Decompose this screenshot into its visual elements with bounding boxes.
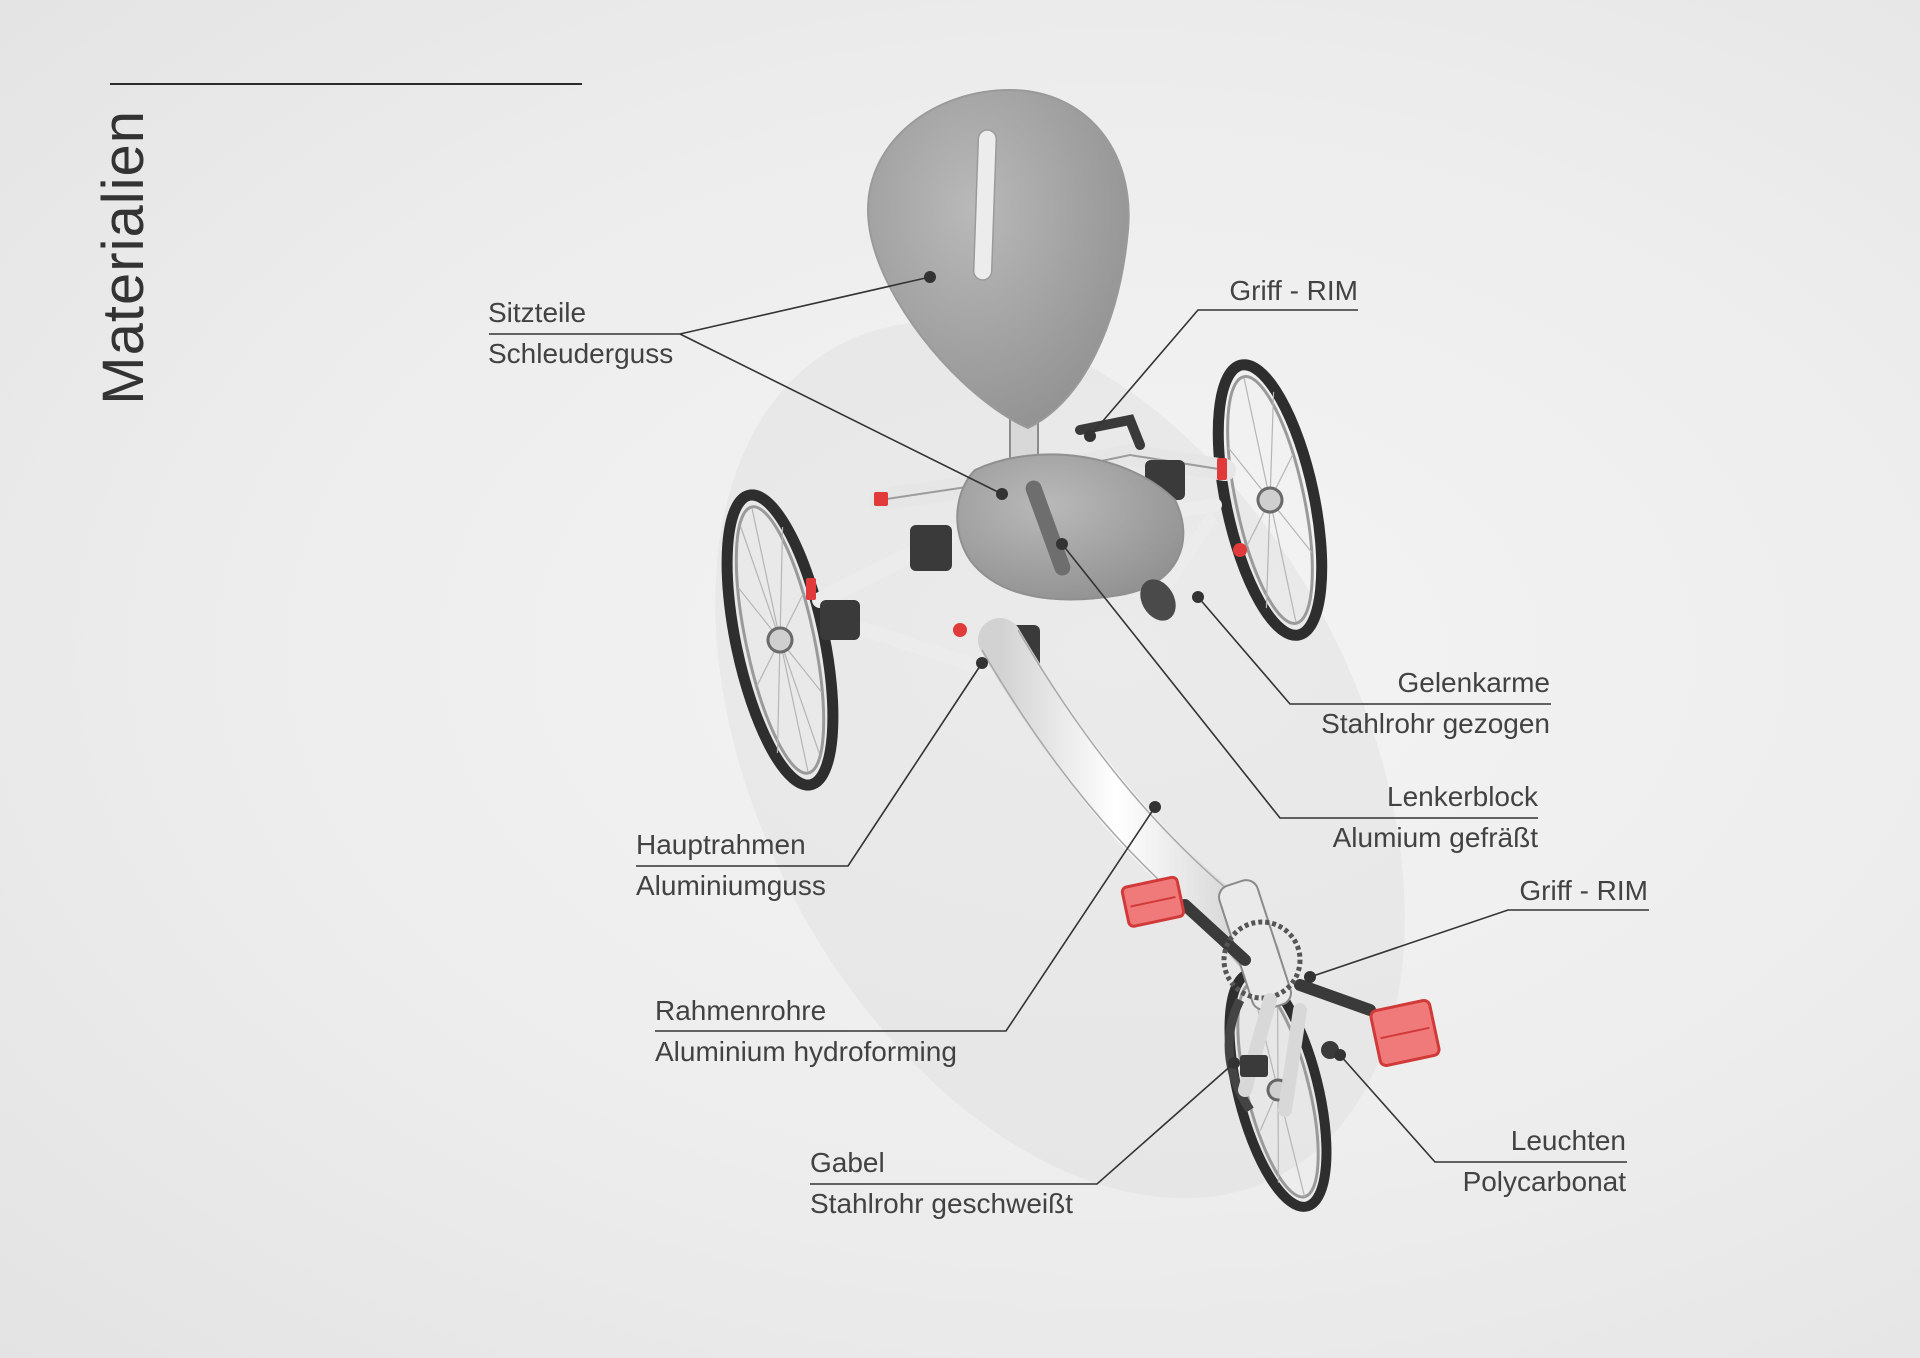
- anchor-dot: [1056, 538, 1068, 550]
- leader-hauptrahmen: [636, 662, 983, 867]
- callout-griff-rim-top: Griff - RIM: [1150, 274, 1358, 311]
- callout-leuchten: Leuchten Polycarbonat: [1400, 1124, 1626, 1199]
- callout-material: Stahlrohr gezogen: [1321, 708, 1550, 739]
- anchor-dot: [976, 657, 988, 669]
- leader-gelenkarme: [1197, 596, 1551, 705]
- callout-material: Aluminiumguss: [636, 870, 826, 901]
- callout-material: Schleuderguss: [488, 338, 674, 369]
- title-rule: [110, 83, 582, 85]
- red-details: [806, 458, 1247, 637]
- leader-anchor-dots: [924, 271, 1346, 1069]
- callout-part: Gelenkarme: [1397, 667, 1550, 698]
- left-pedal: [1120, 875, 1186, 928]
- anchor-dot: [996, 488, 1008, 500]
- anchor-dot: [1149, 801, 1161, 813]
- callout-part: Sitzteile: [488, 297, 587, 328]
- leader-lenkerblock: [1061, 543, 1538, 819]
- callout-material: Alumium gefräßt: [1332, 822, 1538, 853]
- crank-left: [1179, 899, 1376, 1016]
- callout-material: Stahlrohr geschweißt: [810, 1188, 1074, 1219]
- callout-lenkerblock: Lenkerblock Alumium gefräßt: [1250, 780, 1538, 855]
- callout-part: Rahmenrohre: [655, 995, 827, 1026]
- leader-griff-rim-top: [1089, 309, 1358, 437]
- anchor-dot: [1334, 1049, 1346, 1061]
- callout-hauptrahmen: Hauptrahmen Aluminiumguss: [636, 828, 826, 903]
- callout-griff-rim-bottom: Griff - RIM: [1440, 874, 1648, 911]
- chainring: [1221, 919, 1303, 1001]
- callout-part: Griff - RIM: [1229, 275, 1358, 306]
- callout-gabel: Gabel Stahlrohr geschweißt: [810, 1146, 1073, 1221]
- leader-leuchten: [1339, 1054, 1627, 1163]
- leader-sitzteile-base: [679, 333, 1003, 495]
- anchor-dot: [1228, 1057, 1240, 1069]
- right-rear-wheel: [1212, 359, 1328, 641]
- callout-part: Gabel: [810, 1147, 885, 1178]
- callout-part: Griff - RIM: [1519, 875, 1648, 906]
- callout-gelenkarme: Gelenkarme Stahlrohr gezogen: [1260, 666, 1550, 741]
- callout-part: Leuchten: [1510, 1125, 1626, 1156]
- callout-material: Polycarbonat: [1462, 1166, 1626, 1197]
- anchor-dot: [924, 271, 936, 283]
- seat-backrest: [866, 88, 1130, 430]
- right-pedal: [1369, 998, 1441, 1068]
- leader-griff-rim-bottom: [1309, 909, 1649, 978]
- callout-part: Lenkerblock: [1387, 781, 1538, 812]
- anchor-dot: [1304, 971, 1316, 983]
- callout-material: Aluminium hydroforming: [655, 1036, 957, 1067]
- leader-lines: [489, 276, 1649, 1185]
- callout-sitzteile: Sitzteile Schleuderguss: [488, 296, 673, 371]
- seat-base: [956, 453, 1185, 601]
- leader-rahmenrohre: [655, 806, 1156, 1032]
- main-frame-tube: [978, 618, 1280, 977]
- callout-part: Hauptrahmen: [636, 829, 806, 860]
- anchor-dot: [1192, 591, 1204, 603]
- leader-gabel: [810, 1062, 1235, 1185]
- anchor-dot: [1084, 430, 1096, 442]
- callout-rahmenrohre: Rahmenrohre Aluminium hydroforming: [655, 994, 957, 1069]
